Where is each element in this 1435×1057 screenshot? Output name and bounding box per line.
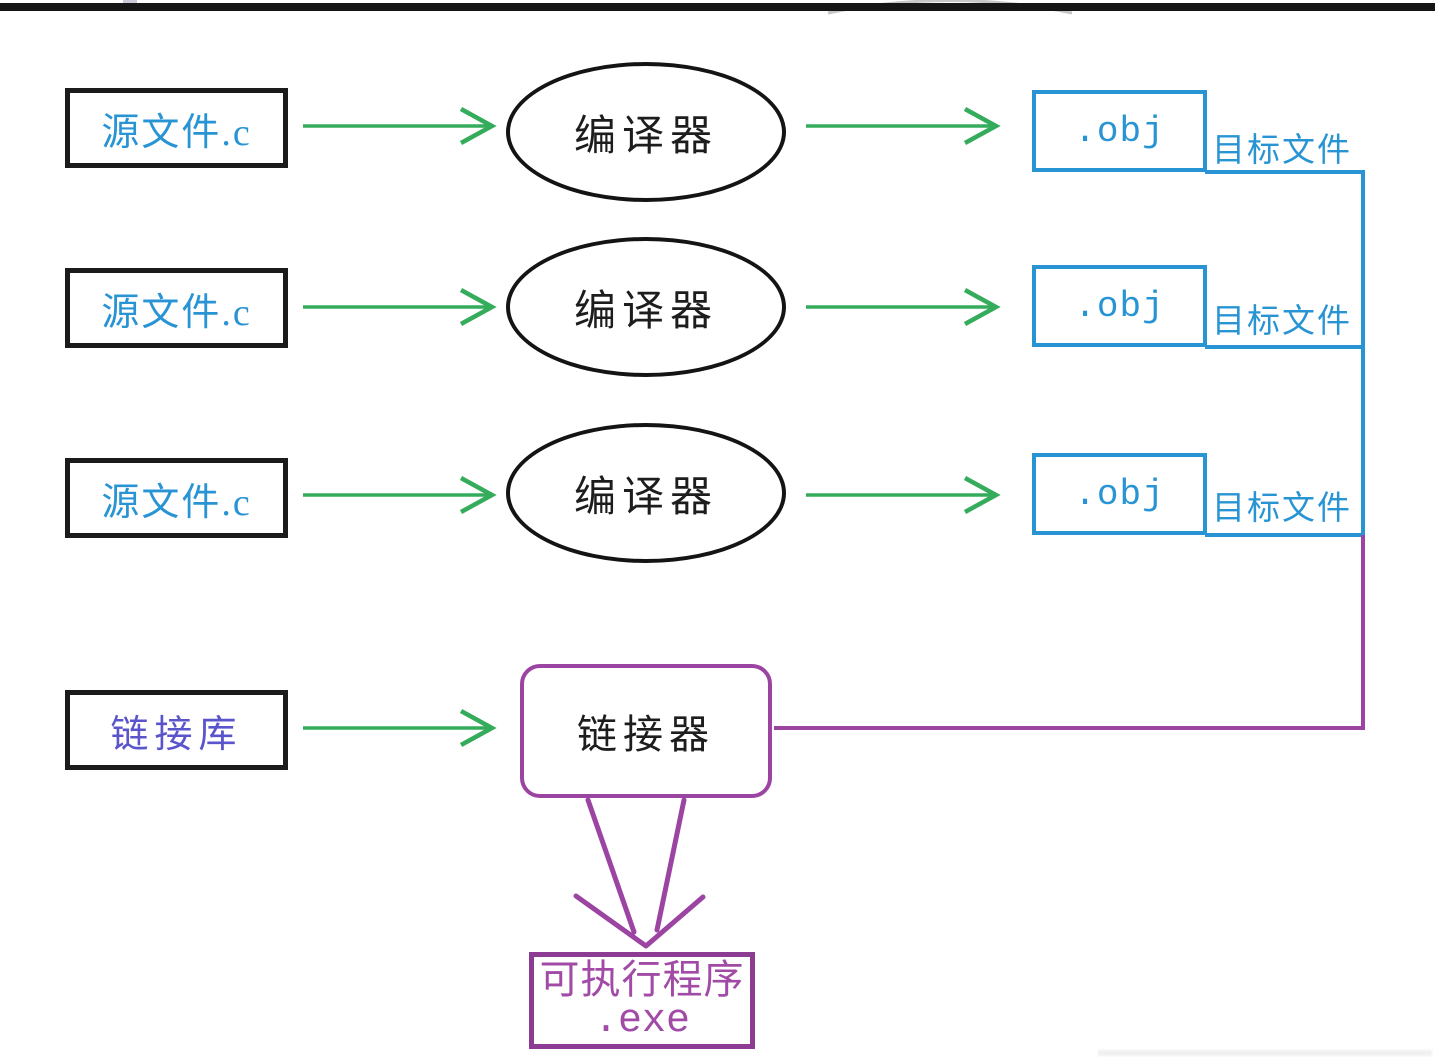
source-file-box-1: 源文件.c xyxy=(65,88,288,168)
compiler-label-2: 编译器 xyxy=(573,288,718,335)
linker-label: 链接器 xyxy=(577,712,715,757)
object-file-box-2: .obj xyxy=(1032,265,1207,347)
object-file-tag-2: 目标文件 xyxy=(1212,304,1352,340)
object-files-trunk-line xyxy=(1205,170,1365,537)
object-file-box-3: .obj xyxy=(1032,453,1207,535)
source-file-label-2: 源文件.c xyxy=(101,291,252,334)
arrow-compiler-to-object-2 xyxy=(806,288,1001,326)
compiler-label-3: 编译器 xyxy=(573,474,718,521)
compiler-ellipse-2: 编译器 xyxy=(506,237,786,377)
executable-label-line2: .exe xyxy=(593,998,690,1044)
arrow-compiler-to-object-3 xyxy=(806,476,1001,514)
library-label: 链接库 xyxy=(110,713,243,756)
executable-box: 可执行程序 .exe xyxy=(529,952,755,1049)
object-file-label-3: .obj xyxy=(1074,473,1165,515)
object-file-tag-3: 目标文件 xyxy=(1212,491,1352,527)
source-file-label-1: 源文件.c xyxy=(101,111,252,154)
source-file-box-3: 源文件.c xyxy=(65,458,288,538)
arrow-source-to-compiler-3 xyxy=(303,476,497,514)
arrow-source-to-compiler-1 xyxy=(303,107,497,145)
linker-box: 链接器 xyxy=(520,664,772,798)
compiler-ellipse-3: 编译器 xyxy=(506,423,786,563)
object-file-label-2: .obj xyxy=(1074,285,1165,327)
trunk-to-linker-line xyxy=(774,535,1365,730)
object-file-tag-1: 目标文件 xyxy=(1212,133,1352,169)
compiler-ellipse-1: 编译器 xyxy=(506,62,786,202)
executable-label-line1: 可执行程序 xyxy=(539,956,745,1002)
source-file-label-3: 源文件.c xyxy=(101,481,252,524)
object-file-label-1: .obj xyxy=(1074,110,1165,152)
linker-to-executable-arrow xyxy=(573,797,706,949)
arrow-library-to-linker xyxy=(303,709,497,747)
watermark-smudge xyxy=(1098,1050,1432,1056)
top-border-line xyxy=(0,3,1435,11)
arrow-source-to-compiler-2 xyxy=(303,288,497,326)
source-file-box-2: 源文件.c xyxy=(65,268,288,348)
compiler-label-1: 编译器 xyxy=(573,113,718,160)
arrow-compiler-to-object-1 xyxy=(806,107,1001,145)
object-file-box-1: .obj xyxy=(1032,90,1207,172)
library-box: 链接库 xyxy=(65,690,288,770)
